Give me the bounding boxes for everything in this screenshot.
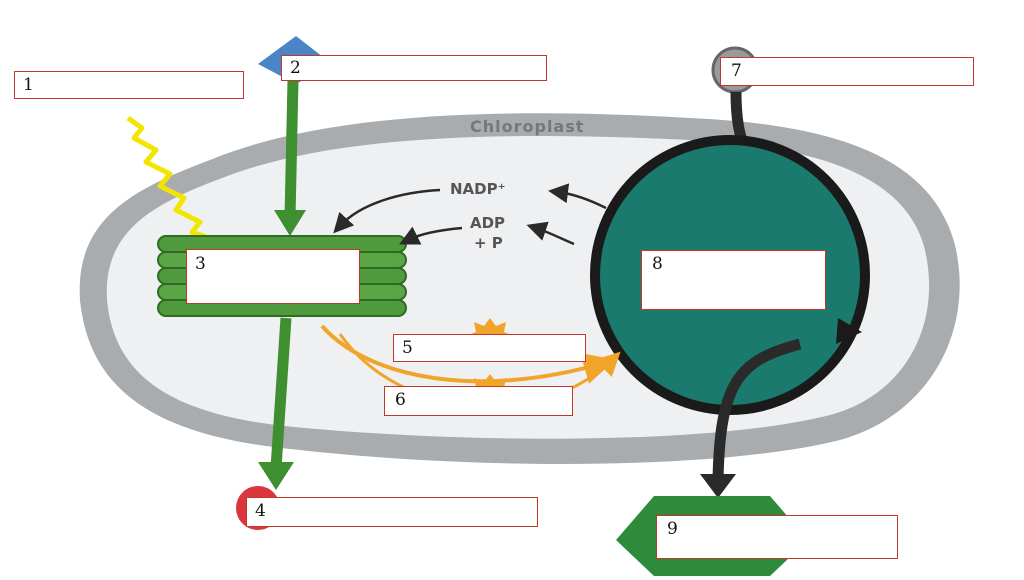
oxygen-output-arrow (270, 317, 292, 469)
calvin-cycle-arrowhead-icon (836, 318, 862, 344)
chloroplast-title: Chloroplast (470, 117, 584, 136)
label-box-9[interactable]: 9 (656, 515, 898, 559)
label-box-4[interactable]: 4 (246, 497, 538, 527)
label-box-2[interactable]: 2 (281, 55, 547, 81)
phosphate-label: + P (474, 234, 503, 252)
label-number-4: 4 (255, 501, 266, 521)
water-input-arrowhead-icon (274, 210, 306, 236)
label-number-6: 6 (395, 390, 406, 410)
atp-arrow (320, 324, 616, 384)
label-box-7[interactable]: 7 (720, 57, 974, 86)
adp-label: ADP (470, 214, 505, 232)
label-box-5[interactable]: 5 (393, 334, 586, 362)
nadp-return-arrow (333, 188, 441, 234)
label-number-7: 7 (731, 61, 742, 81)
sugar-output-arrowhead-icon (700, 474, 736, 498)
nadp-cycle-arrow (548, 183, 607, 210)
label-number-2: 2 (290, 58, 301, 78)
sugar-output-arrow (712, 338, 802, 481)
adp-return-arrow (399, 226, 463, 245)
label-number-1: 1 (23, 75, 34, 95)
label-box-6[interactable]: 6 (384, 386, 573, 416)
water-input-arrow (284, 79, 299, 219)
label-box-3[interactable]: 3 (186, 249, 360, 304)
label-number-3: 3 (195, 254, 206, 274)
label-box-8[interactable]: 8 (641, 250, 826, 310)
sunlight-icon (126, 115, 215, 243)
label-number-8: 8 (652, 254, 663, 274)
label-number-5: 5 (402, 338, 413, 358)
nadp-label: NADP⁺ (450, 180, 506, 198)
label-number-9: 9 (667, 519, 678, 539)
adp-cycle-arrow (526, 221, 575, 246)
oxygen-output-arrowhead-icon (258, 462, 294, 490)
label-box-1[interactable]: 1 (14, 71, 244, 99)
